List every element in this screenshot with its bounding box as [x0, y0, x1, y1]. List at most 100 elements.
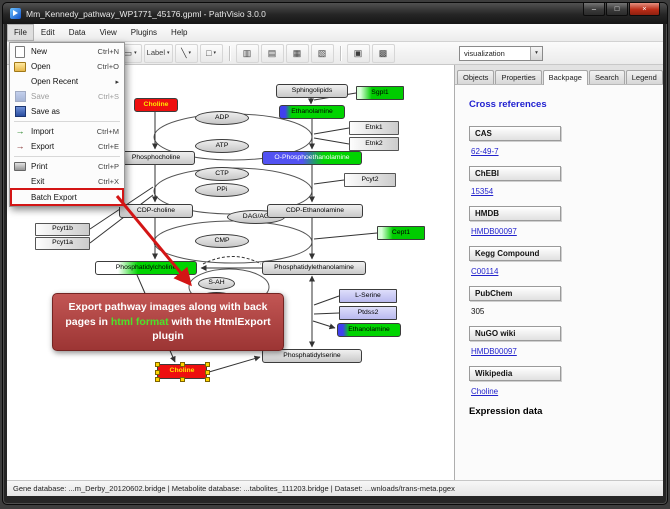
selection-handle[interactable]	[205, 362, 210, 367]
node-phosphocholine[interactable]: Phosphocholine	[117, 151, 195, 165]
tab-backpage[interactable]: Backpage	[542, 70, 588, 85]
tab-objects[interactable]: Objects	[457, 70, 495, 84]
maximize-button[interactable]: □	[606, 3, 628, 16]
close-button[interactable]: ×	[629, 3, 660, 16]
node-ppi[interactable]: PPi	[195, 183, 249, 197]
node-ctp[interactable]: CTP	[195, 167, 249, 181]
visualization-combobox[interactable]: visualization ▾	[459, 45, 543, 61]
minimize-button[interactable]: –	[583, 3, 605, 16]
label-tool-button[interactable]: Label▾	[143, 43, 173, 63]
chevron-down-icon[interactable]: ▾	[530, 46, 542, 60]
node-atp[interactable]: ATP	[195, 139, 249, 153]
submenu-arrow-icon: ▸	[115, 78, 119, 86]
backpage-link[interactable]: 62-49-7	[471, 147, 499, 156]
node-pcyt1b[interactable]: Pcyt1b	[35, 223, 90, 236]
backpage-link[interactable]: C00114	[471, 267, 499, 276]
node-cmp[interactable]: CMP	[195, 234, 249, 248]
title-bar[interactable]: Mm_Kennedy_pathway_WP1771_45176.gpml - P…	[3, 3, 667, 24]
backpage-link[interactable]: HMDB00097	[471, 347, 517, 356]
node-choline-selected[interactable]: Choline	[155, 362, 210, 382]
node-sgpl1[interactable]: Sgpl1	[356, 86, 404, 100]
selection-handle[interactable]	[155, 369, 160, 375]
selection-handle[interactable]	[155, 377, 160, 382]
backpage-link[interactable]: HMDB00097	[471, 227, 517, 236]
backpage-heading: Cross references	[469, 99, 547, 110]
menu-file[interactable]: File	[7, 24, 34, 41]
menu-item-save-as[interactable]: Save as	[11, 104, 123, 119]
node-choline-top[interactable]: Choline	[134, 98, 178, 112]
toolbar-tools: ▭▾Label▾╲▾□▾▥▤▦▧▣▩	[118, 43, 396, 63]
stack-vertical-button[interactable]: ▣	[346, 43, 370, 63]
selection-handle[interactable]	[155, 362, 160, 367]
annotation-text: with the HtmlExport plugin	[152, 315, 271, 343]
node-pcyt1a[interactable]: Pcyt1a	[35, 237, 90, 250]
menu-plugins[interactable]: Plugins	[130, 28, 158, 37]
menu-item-label: Open Recent	[31, 77, 79, 86]
menu-separator	[14, 121, 120, 122]
selection-handle[interactable]	[180, 362, 185, 367]
node-l-serine[interactable]: L-Serine	[339, 289, 397, 303]
tab-search[interactable]: Search	[588, 70, 625, 84]
backpage-section-header: CAS	[469, 126, 561, 141]
node-phosphatidylserine[interactable]: Phosphatidylserine	[262, 349, 362, 363]
node-phosphatidylcholine[interactable]: Phosphatidylcholine	[95, 261, 197, 275]
node-etnk2[interactable]: Etnk2	[349, 137, 399, 151]
window-controls: – □ ×	[582, 3, 660, 16]
align-left-icon: ▦	[292, 47, 302, 58]
tab-legend[interactable]: Legend	[625, 70, 663, 84]
backpage-link[interactable]: Choline	[471, 387, 499, 396]
datanode-tool-icon: ▭	[123, 47, 133, 58]
selection-handle[interactable]	[205, 369, 210, 375]
backpage-link[interactable]: 15354	[471, 187, 494, 196]
line-tool-button[interactable]: ╲▾	[174, 43, 198, 63]
visualization-value: visualization	[464, 48, 505, 58]
node-sphingolipids[interactable]: Sphingolipids	[276, 84, 348, 98]
label-tool-icon: Label	[146, 48, 166, 58]
stack-vertical-icon: ▣	[353, 47, 363, 58]
node-pcyt2[interactable]: Pcyt2	[344, 173, 396, 187]
menu-view[interactable]: View	[99, 28, 117, 37]
node-s-ah[interactable]: S-AH	[198, 277, 235, 290]
node-o-phosphoethanolamine[interactable]: O-Phosphoethanolamine	[262, 151, 362, 165]
align-center-y-button[interactable]: ▤	[260, 43, 284, 63]
node-phosphatidylethanolamine[interactable]: Phosphatidylethanolamine	[262, 261, 366, 275]
node-ethanolamine-lower[interactable]: Ethanolamine	[337, 323, 401, 337]
stack-horizontal-button[interactable]: ▩	[371, 43, 395, 63]
tab-properties[interactable]: Properties	[495, 70, 542, 84]
menu-data[interactable]: Data	[68, 28, 86, 37]
selection-handle[interactable]	[205, 377, 210, 382]
align-left-button[interactable]: ▦	[285, 43, 309, 63]
menu-item-open-recent[interactable]: Open Recent ▸	[11, 74, 123, 89]
node-cdp-choline[interactable]: CDP-choline	[119, 204, 193, 218]
backpage-section: CAS 62-49-7	[469, 126, 663, 156]
node-adp[interactable]: ADP	[195, 111, 249, 125]
shape-tool-button[interactable]: □▾	[199, 43, 223, 63]
status-text: Gene database: ...m_Derby_20120602.bridg…	[13, 484, 455, 493]
node-cdp-ethanolamine[interactable]: CDP-Ethanolamine	[267, 204, 363, 218]
menu-item-batch-export[interactable]: Batch Export	[10, 188, 124, 206]
align-center-x-button[interactable]: ▥	[235, 43, 259, 63]
selection-handle[interactable]	[180, 377, 185, 382]
menu-help[interactable]: Help	[171, 28, 188, 37]
annotation-callout: Export pathway images along with back pa…	[52, 293, 284, 352]
align-top-button[interactable]: ▧	[310, 43, 334, 63]
node-ethanolamine-top[interactable]: Ethanolamine	[279, 105, 345, 119]
menu-edit[interactable]: Edit	[40, 28, 55, 37]
node-ptdss2[interactable]: Ptdss2	[339, 306, 397, 320]
window-title: Mm_Kennedy_pathway_WP1771_45176.gpml - P…	[26, 8, 266, 19]
menu-item-shortcut: Ctrl+N	[97, 47, 119, 56]
shape-tool-icon: □	[206, 47, 212, 58]
line-tool-icon: ╲	[181, 47, 187, 58]
node-etnk1[interactable]: Etnk1	[349, 121, 399, 135]
node-cept1[interactable]: Cept1	[377, 226, 425, 240]
